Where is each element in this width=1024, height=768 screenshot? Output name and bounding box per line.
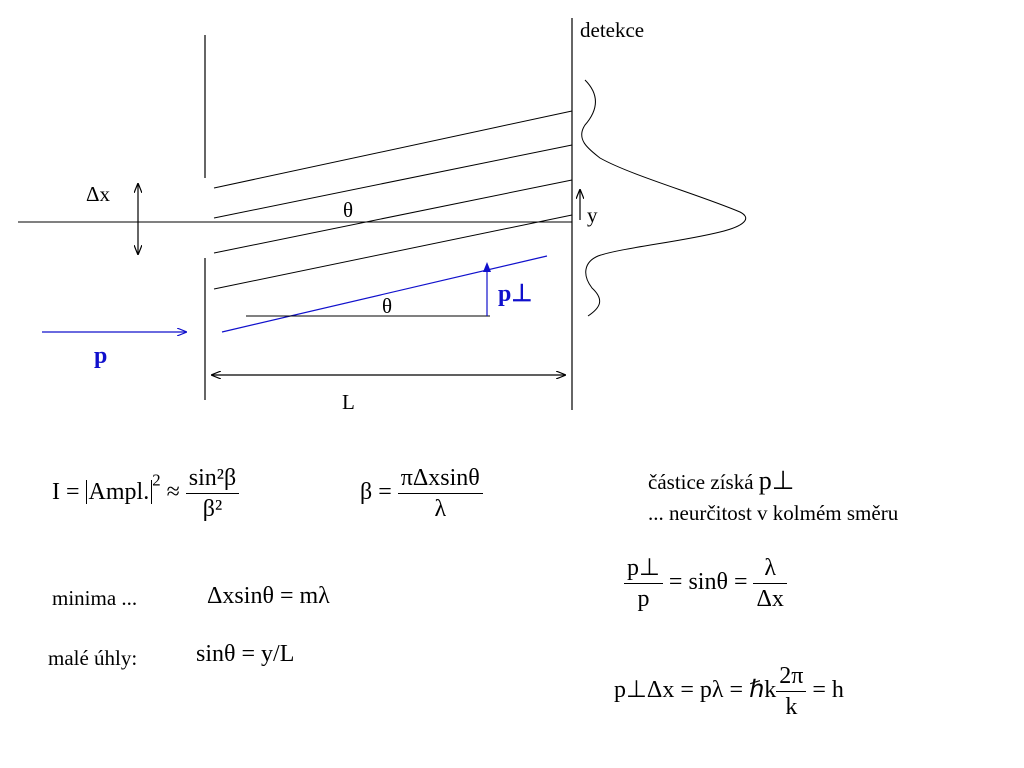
- p-perp-label: p⊥: [498, 281, 533, 307]
- particle-gains-symbol: p⊥: [758, 466, 795, 495]
- ray-1: [213, 110, 573, 189]
- amplitude-text: Ampl.: [88, 479, 150, 506]
- approx-symbol: ≈: [160, 479, 186, 506]
- intensity-lhs: I =: [52, 479, 86, 506]
- small-angles-equation: sinθ = y/L: [196, 641, 295, 667]
- ratio-fraction-1: p⊥p: [624, 556, 663, 611]
- minima-equation: Δxsinθ = mλ: [207, 583, 330, 609]
- delta-x-label: Δx: [86, 182, 111, 206]
- ratio-denominator-1: p: [637, 586, 650, 612]
- ray-4: [213, 214, 573, 290]
- amplitude-exponent: 2: [152, 470, 161, 490]
- intensity-denominator: β²: [202, 496, 223, 522]
- beta-numerator: πΔxsinθ: [397, 466, 483, 494]
- beta-lhs: β =: [360, 479, 398, 506]
- detector-label: detekce: [580, 18, 645, 42]
- small-angles-label: malé úhly:: [48, 646, 138, 670]
- final-rhs: = h: [806, 677, 844, 704]
- minima-label: minima ...: [52, 586, 138, 610]
- ray-2: [213, 144, 573, 219]
- particle-gains-label: částice získá: [648, 470, 754, 494]
- theta-label: θ: [343, 198, 354, 222]
- ratio-denominator-2: Δx: [756, 586, 784, 612]
- final-numerator: 2π: [776, 664, 807, 692]
- intensity-pattern-curve: [581, 79, 747, 317]
- diffraction-diagram: [18, 18, 747, 410]
- theta-small-label: θ: [382, 294, 393, 318]
- ray-3: [213, 179, 573, 254]
- particle-gains-text: částice získá p⊥: [648, 468, 794, 494]
- length-label: L: [342, 390, 355, 414]
- uncertainty-text: ... neurčitost v kolmém směru: [648, 501, 899, 525]
- ratio-numerator-1: p⊥: [624, 556, 663, 584]
- amplitude-abs: Ampl.: [85, 479, 153, 506]
- final-lhs: p⊥Δx = pλ = ℏk: [614, 677, 777, 704]
- intensity-numerator: sin²β: [185, 466, 240, 494]
- beta-denominator: λ: [434, 496, 447, 522]
- ratio-middle: = sinθ =: [662, 569, 754, 596]
- p-label: p: [94, 343, 108, 369]
- y-label: y: [587, 203, 598, 227]
- final-denominator: k: [785, 694, 798, 720]
- deflected-momentum-line: [221, 255, 548, 333]
- ratio-numerator-2: λ: [753, 556, 787, 584]
- p-perp-arrowhead: [483, 262, 491, 272]
